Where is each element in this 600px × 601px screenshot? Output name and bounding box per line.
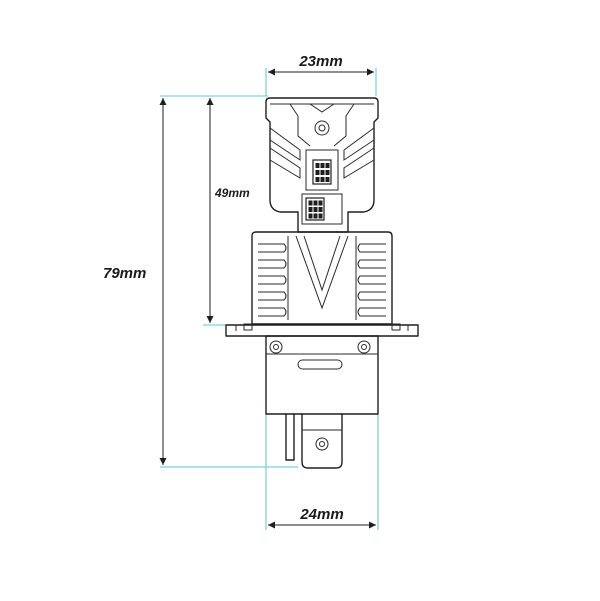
led-bulb-outline [225, 97, 419, 469]
bottom-width-label: 24mm [299, 506, 343, 523]
top-width-label: 23mm [298, 53, 342, 70]
total-height-dimension: 79mm [103, 98, 167, 465]
bulb-head [265, 97, 379, 233]
h4-base [265, 335, 379, 415]
led-chip-lower [305, 197, 325, 221]
h4-pins [285, 413, 343, 469]
extension-lines [160, 68, 379, 530]
led-chip-upper [312, 159, 332, 185]
top-width-dimension: 23mm [268, 53, 374, 76]
heatsink [251, 231, 393, 325]
bottom-width-dimension: 24mm [268, 506, 376, 529]
led-height-dimension: 49mm [206, 98, 250, 323]
total-height-label: 79mm [103, 265, 146, 282]
led-height-label: 49mm [214, 186, 250, 200]
mounting-flange [225, 323, 419, 337]
